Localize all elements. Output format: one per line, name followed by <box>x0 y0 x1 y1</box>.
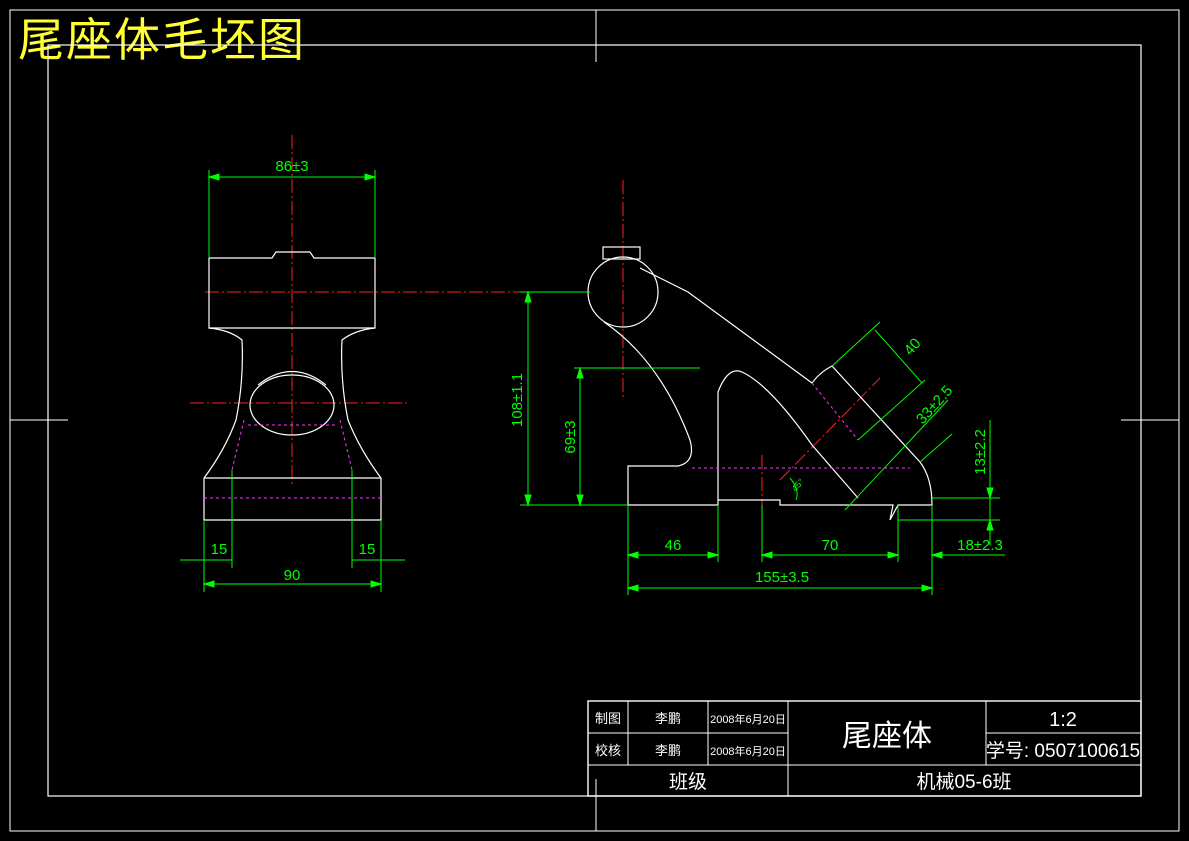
side-view-hidden-lines <box>692 382 910 469</box>
title-block-class-label: 班级 <box>669 771 707 793</box>
title-block-date-1: 2008年6月20日 <box>710 712 786 726</box>
dim-side-boss: 33±2.5 <box>913 382 956 427</box>
front-view-outline <box>203 251 382 521</box>
dim-side-middle: 70 <box>822 537 839 554</box>
front-view-dimensions <box>180 170 405 592</box>
title-block-name-2: 李鹏 <box>655 743 681 758</box>
side-view: 108±1.1 69±3 40 33±2.5 13±2.2 46 70 18±2… <box>509 180 1005 595</box>
page-title: 尾座体毛坯图 <box>18 13 306 67</box>
side-view-dimensions <box>520 290 1005 595</box>
title-block-scale: 1:2 <box>1049 709 1077 731</box>
title-block-name-1: 李鹏 <box>655 711 681 726</box>
front-view-centerlines <box>190 135 525 485</box>
title-block: 制图 李鹏 2008年6月20日 校核 李鹏 2008年6月20日 班级 尾座体… <box>587 700 1142 797</box>
dim-front-top: 86±3 <box>275 158 308 175</box>
title-block-student-id: 学号: 0507100615 <box>986 740 1140 762</box>
dim-front-left-bottom: 15 <box>211 541 228 558</box>
front-view-hidden-lines <box>204 419 381 499</box>
title-block-role-1: 制图 <box>595 711 621 726</box>
dim-side-right: 18±2.3 <box>957 537 1003 554</box>
dim-side-slot: 40 <box>901 335 925 359</box>
dim-side-angle: 45° <box>789 476 806 493</box>
dim-front-width: 90 <box>284 567 301 584</box>
front-view: 86±3 15 15 90 <box>180 135 525 592</box>
dim-side-step: 13±2.2 <box>972 429 989 475</box>
dim-front-right-bottom: 15 <box>359 541 376 558</box>
side-view-dimension-text: 108±1.1 69±3 40 33±2.5 13±2.2 46 70 18±2… <box>509 335 1003 586</box>
drawing-frame <box>9 9 1180 832</box>
dim-side-height-mid: 69±3 <box>562 420 579 453</box>
dim-side-total-length: 155±3.5 <box>755 569 809 586</box>
title-block-date-2: 2008年6月20日 <box>710 744 786 758</box>
side-view-outline <box>587 246 933 521</box>
title-block-role-2: 校核 <box>595 743 621 758</box>
front-view-dimension-text: 86±3 15 15 90 <box>211 158 376 584</box>
title-block-class-value: 机械05-6班 <box>916 771 1011 793</box>
title-block-part-name: 尾座体 <box>842 720 932 753</box>
side-view-centerlines <box>622 180 881 510</box>
dim-side-height-total: 108±1.1 <box>509 373 526 427</box>
dim-side-left: 46 <box>665 537 682 554</box>
